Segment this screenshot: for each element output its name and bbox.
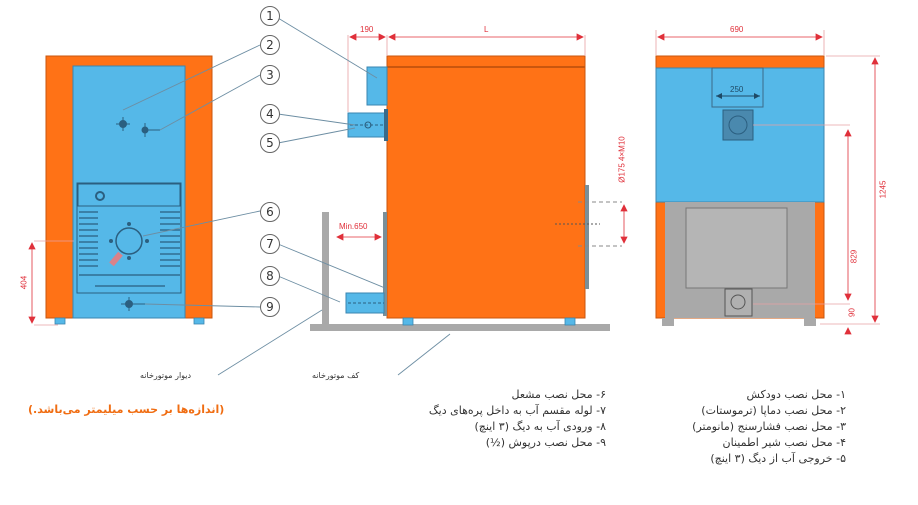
callout-2: 2 (260, 35, 280, 55)
dim-flange: Ø175 4×M10 (617, 136, 627, 183)
units-note: (اندازه‌ها بر حسب میلیمتر می‌باشد.) (28, 403, 225, 416)
callout-8: 8 (260, 266, 280, 286)
legend-item-4: ۴- محل نصب شیر اطمینان (722, 436, 846, 449)
legend-item-3: ۳- محل نصب فشارسنج (مانومتر) (692, 420, 846, 433)
dim-length-L: L (484, 25, 489, 34)
callout-9: 9 (260, 297, 280, 317)
callout-5: 5 (260, 133, 280, 153)
legend-item-1: ۱- محل نصب دودکش (746, 388, 846, 401)
rear-view (655, 30, 880, 335)
legend-right: ۱- محل نصب دودکش ۲- محل نصب دماپا (ترموس… (640, 387, 846, 467)
dim-190: 190 (360, 25, 374, 34)
legend-item-9: ۹- محل نصب درپوش (½) (485, 436, 606, 449)
callout-6: 6 (260, 202, 280, 222)
dim-404: 404 (19, 275, 29, 290)
dim-690: 690 (730, 25, 744, 34)
wall-label: دیوار موتورخانه (140, 371, 192, 380)
floor-label: کف موتورخانه (312, 371, 360, 380)
callout-4: 4 (260, 104, 280, 124)
dim-90: 90 (847, 308, 857, 317)
legend-item-6: ۶- محل نصب مشعل (511, 388, 606, 401)
dim-250: 250 (730, 85, 744, 94)
callout-1: 1 (260, 6, 280, 26)
legend-left: ۶- محل نصب مشعل ۷- لوله مقسم آب به داخل … (370, 387, 606, 451)
callout-7: 7 (260, 234, 280, 254)
legend-item-5: ۵- خروجی آب از دیگ (۳ اینچ) (710, 452, 846, 465)
callout-3: 3 (260, 65, 280, 85)
legend-item-7: ۷- لوله مقسم آب به داخل پره‌های دیگ (428, 404, 606, 417)
side-view (310, 33, 628, 331)
legend-item-8: ۸- ورودی آب به دیگ (۳ اینچ) (474, 420, 606, 433)
front-view (28, 55, 213, 326)
dim-829: 829 (849, 249, 859, 264)
legend-item-2: ۲- محل نصب دماپا (ترموستات) (701, 404, 846, 417)
dim-min-650: Min.650 (339, 222, 368, 231)
dim-1245: 1245 (878, 180, 888, 199)
